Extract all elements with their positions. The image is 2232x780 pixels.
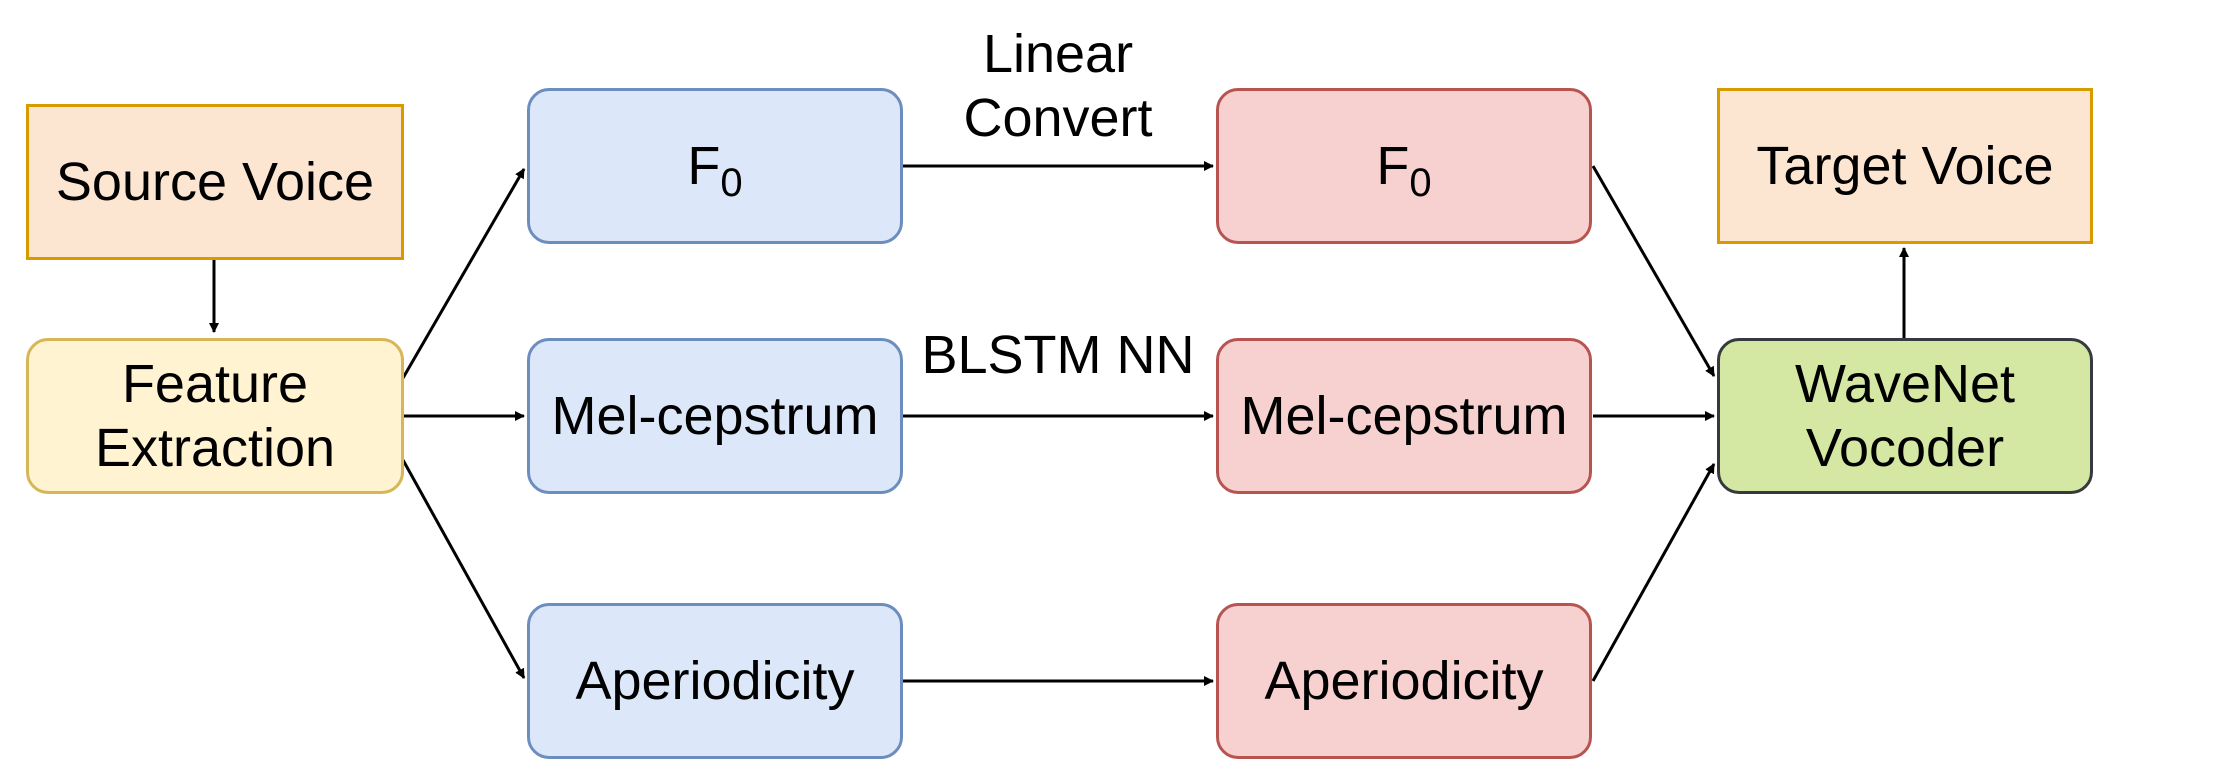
source-aperiodicity-label: Aperiodicity: [575, 651, 855, 711]
target-aperiodicity-box: Aperiodicity: [1216, 603, 1592, 759]
wavenet-vocoder-box: WaveNet Vocoder: [1717, 338, 2093, 494]
feature-extraction-box: Feature Extraction: [26, 338, 404, 494]
target-aperiodicity-label: Aperiodicity: [1264, 651, 1544, 711]
target-f0-symbol: F: [1376, 136, 1410, 196]
wavenet-vocoder-label-line2: Vocoder: [1805, 418, 2005, 478]
arrow-feature-to-f0: [401, 168, 526, 379]
arrow-feature-to-ap: [401, 459, 526, 679]
arrow-tgt-f0-to-vocoder: [1591, 165, 1716, 377]
f0-conversion-label-line2: Convert: [963, 88, 1153, 148]
source-f0-box: F0: [527, 88, 903, 244]
target-f0-box: F0: [1216, 88, 1592, 244]
wavenet-vocoder-label: WaveNet Vocoder: [1795, 352, 2015, 480]
f0-conversion-label: Linear Convert: [908, 22, 1208, 150]
source-f0-symbol: F: [687, 136, 721, 196]
target-f0-subscript: 0: [1409, 161, 1432, 205]
feature-extraction-label: Feature Extraction: [95, 352, 335, 480]
f0-conversion-label-line1: Linear: [982, 24, 1134, 84]
arrow-tgt-ap-to-vocoder: [1591, 463, 1716, 682]
source-f0-label: F0: [687, 134, 742, 203]
target-mel-cepstrum-box: Mel-cepstrum: [1216, 338, 1592, 494]
mcep-conversion-label: BLSTM NN: [921, 325, 1195, 385]
target-voice-label: Target Voice: [1756, 136, 2054, 196]
feature-extraction-label-line1: Feature: [121, 354, 309, 414]
source-mel-cepstrum-label: Mel-cepstrum: [551, 386, 879, 446]
feature-extraction-label-line2: Extraction: [94, 418, 336, 478]
target-f0-label: F0: [1376, 134, 1431, 203]
source-voice-label: Source Voice: [55, 152, 375, 212]
target-voice-box: Target Voice: [1717, 88, 2093, 244]
target-mel-cepstrum-label: Mel-cepstrum: [1240, 386, 1568, 446]
source-voice-box: Source Voice: [26, 104, 404, 260]
source-mel-cepstrum-box: Mel-cepstrum: [527, 338, 903, 494]
wavenet-vocoder-label-line1: WaveNet: [1794, 354, 2016, 414]
source-aperiodicity-box: Aperiodicity: [527, 603, 903, 759]
source-f0-subscript: 0: [720, 161, 743, 205]
